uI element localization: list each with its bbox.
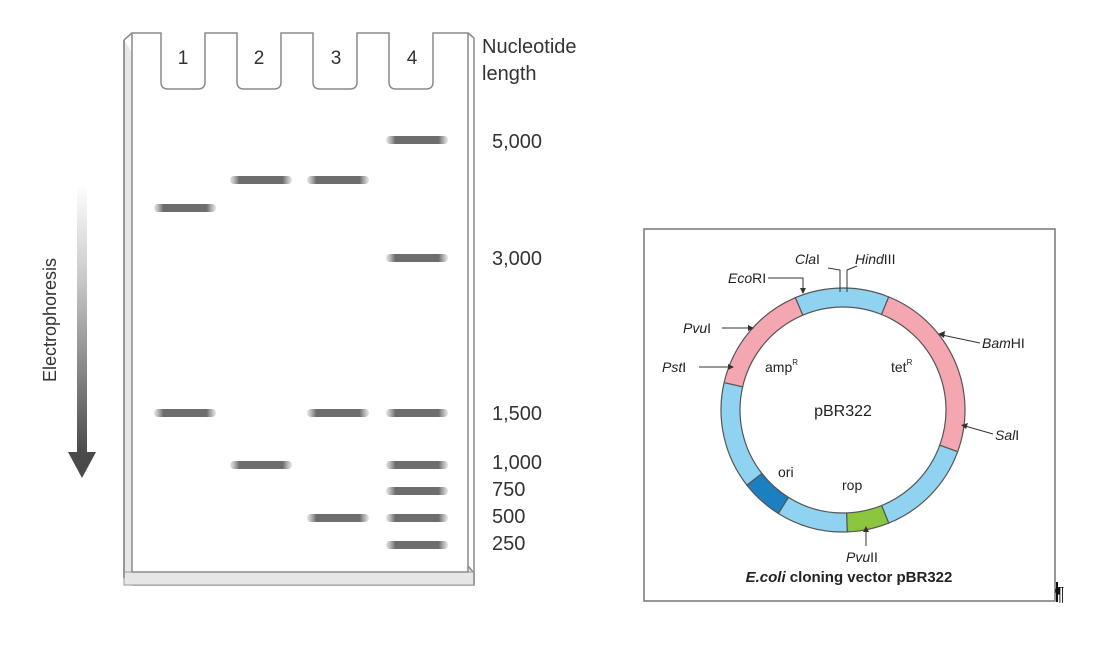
gel-left-edge (123, 32, 133, 41)
ori-label: ori (778, 464, 794, 480)
site-label-psti: PstI (662, 359, 686, 375)
sali-arrowhead-icon (961, 423, 968, 429)
site-label-sali: SalI (995, 427, 1019, 443)
band-lane4-5000 (386, 136, 448, 144)
band-lane4-750 (386, 487, 448, 495)
band-lane4-1500 (386, 409, 448, 417)
gel: 1 2 3 4 Nucleotide length 5,000 3,000 1,… (123, 32, 577, 586)
lane-label-3: 3 (331, 48, 342, 69)
site-pvuii-italic: Pvu (846, 549, 870, 565)
site-arrowheads (728, 288, 968, 532)
amp-gene-label: ampR (765, 358, 798, 375)
ecori-pointer (768, 277, 804, 291)
band-lane1-3600 (154, 204, 216, 212)
lane-label-1: 1 (178, 48, 189, 69)
tet-gene-label: tetR (891, 358, 913, 375)
site-ecori-italic: Eco (728, 270, 752, 286)
tet-gene-superscript: R (907, 358, 913, 367)
tet-gene-text: tet (891, 359, 907, 375)
amp-gene-text: amp (765, 359, 792, 375)
site-label-hindiii: HindIII (855, 251, 895, 267)
pilcrow-mark: ¶ (1055, 583, 1065, 605)
arrow-head-icon (68, 452, 96, 478)
site-label-bamhi: BamHI (982, 335, 1025, 351)
plasmid-caption: E.coli cloning vector pBR322 (746, 569, 953, 586)
site-label-pvui: PvuI (683, 320, 711, 336)
ladder-label-250: 250 (492, 533, 525, 555)
site-bamhi-roman: HI (1011, 335, 1025, 351)
lane-label-4: 4 (407, 48, 418, 69)
ladder-label-5000: 5,000 (492, 131, 542, 153)
electrophoresis-label: Electrophoresis (40, 258, 60, 382)
electrophoresis-arrow: Electrophoresis (40, 184, 96, 478)
ladder-label-1500: 1,500 (492, 403, 542, 425)
psti-arrowhead-icon (728, 364, 734, 370)
band-lane4-250 (386, 541, 448, 549)
site-hindiii-italic: Hind (855, 251, 885, 267)
clai-hindiii-pointer-2 (846, 265, 858, 292)
site-clai-roman: I (816, 251, 820, 267)
clai-hindiii-pointer (827, 267, 841, 292)
site-hindiii-roman: III (884, 251, 896, 267)
text-cursor (1056, 582, 1058, 602)
site-pointers (699, 265, 994, 546)
pvui-arrowhead-icon (748, 325, 754, 331)
bamhi-pointer (941, 334, 981, 344)
nucleotide-length-header-line2: length (482, 63, 537, 85)
plasmid-ring (720, 287, 966, 533)
band-lane3-4300 (307, 176, 369, 184)
ladder-label-3000: 3,000 (492, 248, 542, 270)
arrow-shaft-icon (77, 184, 87, 454)
site-pvuii-roman: II (870, 549, 878, 565)
site-psti-roman: I (682, 359, 686, 375)
seg-pink-amp (723, 296, 804, 388)
site-label-ecori: EcoRI (728, 270, 766, 286)
ladder-label-750: 750 (492, 479, 525, 501)
lane-label-2: 2 (254, 48, 265, 69)
band-lane1-1500 (154, 409, 216, 417)
caption-rest: cloning vector pBR322 (786, 569, 953, 586)
pvuii-arrowhead-icon (863, 526, 869, 532)
band-lane3-1500 (307, 409, 369, 417)
plasmid-name-label: pBR322 (814, 403, 872, 420)
nucleotide-length-header-line1: Nucleotide (482, 36, 577, 58)
band-lane2-4300 (230, 176, 292, 184)
amp-gene-superscript: R (792, 358, 798, 367)
ladder-label-500: 500 (492, 506, 525, 528)
gel-body (131, 32, 469, 573)
gel-right-edge (467, 32, 475, 39)
site-label-pvuii: PvuII (846, 549, 878, 565)
plasmid-panel: pBR322 ampR tetR ori rop (643, 228, 1056, 602)
band-lane3-500 (307, 514, 369, 522)
band-lane4-3000 (386, 254, 448, 262)
site-ecori-roman: RI (752, 270, 766, 286)
site-label-clai: ClaI (795, 251, 820, 267)
ladder-label-1000: 1,000 (492, 452, 542, 474)
site-bamhi-italic: Bam (982, 335, 1011, 351)
rop-label: rop (842, 477, 862, 493)
ecori-arrowhead-icon (800, 288, 806, 294)
site-clai-italic: Cla (795, 251, 816, 267)
band-lane2-1000 (230, 461, 292, 469)
site-sali-italic: Sal (995, 427, 1016, 443)
band-lane4-1000 (386, 461, 448, 469)
caption-italic: E.coli (746, 569, 787, 586)
site-psti-italic: Pst (662, 359, 683, 375)
site-pvui-italic: Pvu (683, 320, 707, 336)
bamhi-arrowhead-icon (938, 331, 945, 338)
sali-pointer (964, 425, 994, 435)
site-pvui-roman: I (707, 320, 711, 336)
band-lane4-500 (386, 514, 448, 522)
gel-bottom-face (123, 571, 475, 586)
site-sali-roman: I (1015, 427, 1019, 443)
